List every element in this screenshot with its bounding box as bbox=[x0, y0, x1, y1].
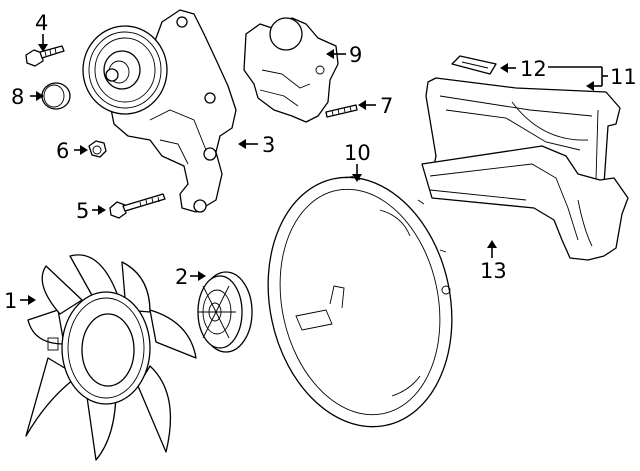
callout-labels: 4 8 6 5 3 9 7 10 12 11 13 2 1 bbox=[4, 11, 637, 313]
callout-9: 9 bbox=[349, 43, 362, 67]
callout-4: 4 bbox=[35, 11, 48, 35]
callout-6: 6 bbox=[56, 139, 69, 163]
fan-blade-assembly bbox=[25, 254, 197, 461]
nut bbox=[88, 140, 107, 158]
leader-lines bbox=[20, 34, 608, 305]
bracket-bolt bbox=[25, 45, 65, 67]
long-bolt bbox=[109, 193, 166, 219]
callout-3: 3 bbox=[262, 133, 275, 157]
lower-shroud bbox=[421, 145, 629, 261]
callout-10: 10 bbox=[344, 141, 371, 165]
callout-1: 1 bbox=[4, 289, 17, 313]
callout-12: 12 bbox=[520, 57, 547, 81]
callout-11: 11 bbox=[610, 65, 637, 89]
callout-5: 5 bbox=[76, 199, 89, 223]
fan-clutch bbox=[197, 271, 253, 353]
shroud-label bbox=[451, 55, 497, 75]
callout-13: 13 bbox=[480, 259, 507, 283]
callout-2: 2 bbox=[175, 265, 188, 289]
callout-8: 8 bbox=[11, 85, 24, 109]
water-pump-bracket bbox=[82, 9, 237, 213]
fan-shroud-ring bbox=[267, 175, 453, 428]
pump-housing-cover bbox=[243, 17, 339, 123]
stud bbox=[325, 104, 358, 118]
cap-plug bbox=[41, 82, 71, 110]
callout-7: 7 bbox=[380, 94, 393, 118]
